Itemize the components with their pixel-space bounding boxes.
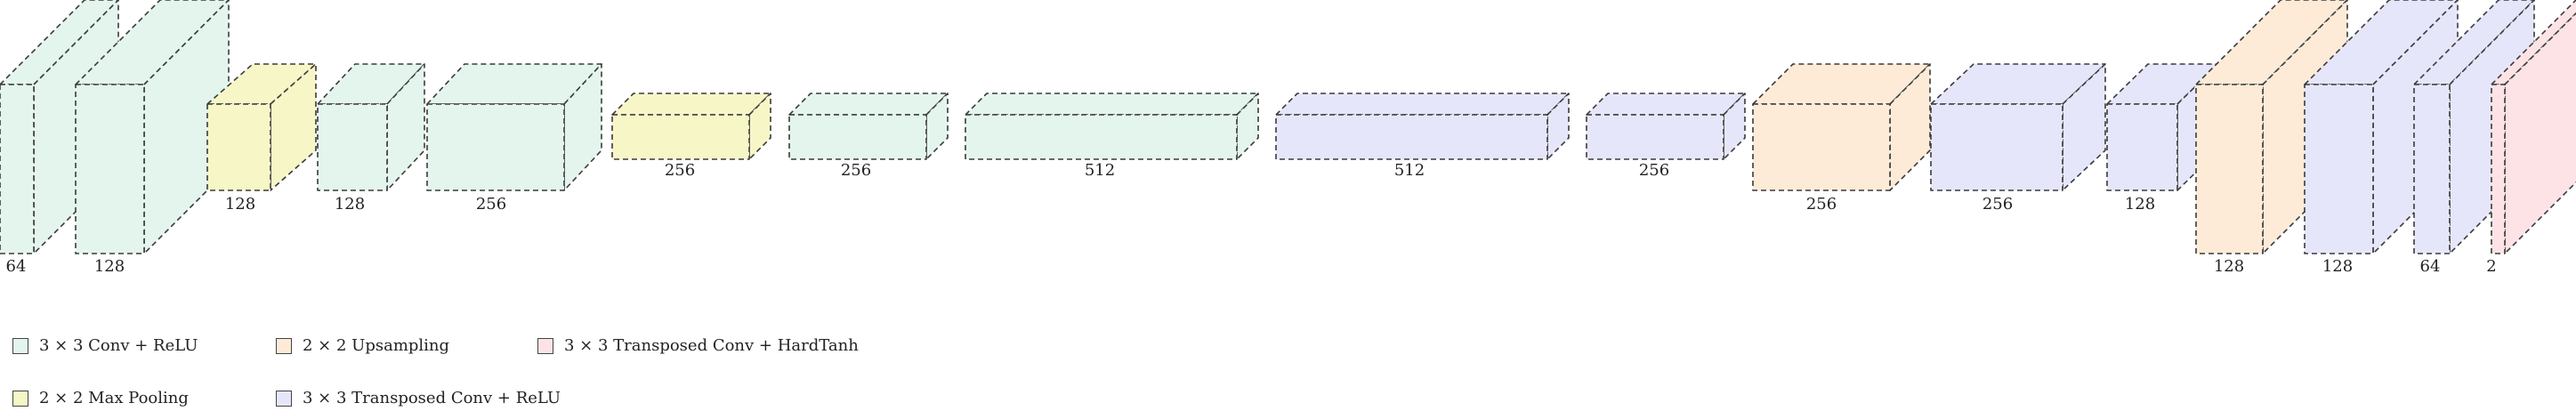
block-top-face (0, 0, 119, 85)
layer-block-3: 128 (317, 63, 425, 214)
block-front-face (611, 114, 750, 160)
legend-swatch-transposed-conv-hardtanh (537, 337, 553, 354)
block-channel-label: 2 (2486, 257, 2496, 276)
block-front-face (0, 84, 35, 254)
block-channel-label: 256 (665, 161, 695, 180)
block-channel-label: 128 (225, 195, 255, 214)
layer-block-4: 256 (426, 63, 602, 214)
legend-swatch-upsampling (276, 337, 292, 354)
block-channel-label: 256 (476, 195, 506, 214)
block-top-face (1275, 93, 1570, 116)
layer-block-16: 2 (2486, 0, 2576, 276)
block-front-face (206, 103, 271, 191)
block-front-face (2413, 84, 2451, 254)
block-front-face (317, 103, 388, 191)
legend-item-transposed-conv-relu: 3 × 3 Transposed Conv + ReLU (276, 389, 561, 407)
legend-label-transposed-conv-relu: 3 × 3 Transposed Conv + ReLU (303, 389, 561, 407)
block-channel-label: 256 (1982, 195, 2013, 214)
block-channel-label: 128 (2214, 257, 2244, 276)
block-front-face (2195, 84, 2264, 254)
layer-block-5: 256 (611, 93, 771, 180)
block-front-face (2304, 84, 2374, 254)
legend-label-conv-relu: 3 × 3 Conv + ReLU (39, 336, 198, 355)
layer-block-10: 256 (1752, 63, 1931, 214)
block-channel-label: 256 (1639, 161, 1669, 180)
block-top-face (317, 63, 425, 105)
block-front-face (965, 114, 1238, 160)
layer-block-9: 256 (1586, 93, 1746, 180)
block-top-face (1586, 93, 1746, 116)
block-front-face (2106, 103, 2178, 191)
block-front-face (1586, 114, 1724, 160)
block-front-face (1930, 103, 2063, 191)
layer-block-11: 256 (1930, 63, 2106, 214)
legend-item-transposed-conv-hardtanh: 3 × 3 Transposed Conv + HardTanh (537, 336, 859, 355)
block-front-face (1752, 103, 1891, 191)
block-channel-label: 128 (94, 257, 125, 276)
block-channel-label: 128 (2125, 195, 2155, 214)
block-front-face (426, 103, 565, 191)
block-channel-label: 256 (1806, 195, 1837, 214)
block-channel-label: 64 (2420, 257, 2441, 276)
legend-swatch-transposed-conv-relu (276, 390, 292, 407)
block-side-face (1889, 63, 1931, 191)
block-front-face (75, 84, 145, 254)
block-front-face (1275, 114, 1548, 160)
block-top-face (2491, 0, 2576, 85)
block-top-face (2195, 0, 2348, 85)
block-top-face (788, 93, 949, 116)
legend-label-max-pooling: 2 × 2 Max Pooling (39, 389, 189, 407)
block-top-face (965, 93, 1259, 116)
layer-block-8: 512 (1275, 93, 1570, 180)
block-front-face (2491, 84, 2506, 254)
layer-block-6: 256 (788, 93, 949, 180)
legend-swatch-max-pooling (12, 390, 28, 407)
block-channel-label: 64 (6, 257, 27, 276)
legend-label-transposed-conv-hardtanh: 3 × 3 Transposed Conv + HardTanh (564, 336, 859, 355)
legend-swatch-conv-relu (12, 337, 28, 354)
block-channel-label: 512 (1085, 161, 1115, 180)
block-channel-label: 256 (841, 161, 871, 180)
block-front-face (788, 114, 927, 160)
block-channel-label: 128 (2322, 257, 2353, 276)
legend-item-upsampling: 2 × 2 Upsampling (276, 336, 449, 355)
layer-block-2: 128 (206, 63, 317, 214)
layer-block-7: 512 (965, 93, 1259, 180)
block-top-face (611, 93, 771, 116)
block-channel-label: 512 (1394, 161, 1425, 180)
legend-item-conv-relu: 3 × 3 Conv + ReLU (12, 336, 198, 355)
block-channel-label: 128 (335, 195, 365, 214)
legend-label-upsampling: 2 × 2 Upsampling (303, 336, 450, 355)
legend-item-max-pooling: 2 × 2 Max Pooling (12, 389, 189, 407)
